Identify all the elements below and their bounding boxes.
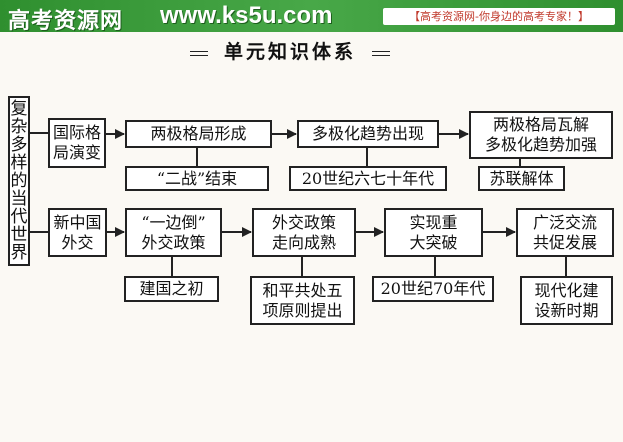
row1-stage1-note: “二战”结束 [125, 166, 269, 191]
site-logo[interactable]: 高考资源网 [8, 8, 124, 34]
row1-stage3-note: 苏联解体 [478, 166, 565, 191]
row2-stage3-box: 实现重 大突破 [384, 208, 483, 257]
row2-stage3-note: 20世纪70年代 [372, 276, 494, 302]
row1-stage2-note: 20世纪六七十年代 [289, 166, 447, 191]
site-banner: 高考资源网 www.ks5u.com 【高考资源网-你身边的高考专家！】 [0, 0, 623, 34]
row2-stage4-note: 现代化建 设新时期 [520, 276, 613, 325]
row1-stage3-box: 两极格局瓦解 多极化趋势加强 [469, 111, 613, 159]
row2-stage2-note: 和平共处五 项原则提出 [250, 276, 355, 325]
row2-stage4-box: 广泛交流 共促发展 [516, 208, 614, 257]
site-url[interactable]: www.ks5u.com [160, 2, 333, 29]
section-title: 单元知识体系 [190, 38, 390, 66]
row2-category-label: 新中国 外交 [53, 212, 102, 252]
row2-category-box: 新中国 外交 [48, 208, 107, 257]
row1-stage2-box: 多极化趋势出现 [297, 120, 439, 148]
row2-stage1-box: “一边倒” 外交政策 [125, 208, 222, 257]
row2-stage2-label: 外交政策 走向成熟 [271, 212, 336, 252]
row1-stage2-note-label: 20世纪六七十年代 [301, 168, 435, 188]
row2-stage1-note-label: 建国之初 [139, 279, 204, 298]
row1-stage1-box: 两极格局形成 [125, 120, 272, 148]
row1-category-box: 国际格 局演变 [48, 118, 106, 168]
row1-stage3-note-label: 苏联解体 [489, 168, 554, 188]
row1-category-label: 国际格 局演变 [52, 123, 101, 162]
row2-stage4-note-label: 现代化建 设新时期 [534, 280, 599, 320]
row2-stage1-note: 建国之初 [124, 276, 219, 302]
row1-stage1-note-label: “二战”结束 [156, 168, 238, 188]
row1-stage3-label: 两极格局瓦解 多极化趋势加强 [484, 115, 597, 154]
row1-stage1-label: 两极格局形成 [150, 124, 247, 143]
site-slogan: 【高考资源网-你身边的高考专家！】 [383, 8, 615, 25]
row2-stage1-label: “一边倒” 外交政策 [141, 212, 206, 252]
row2-stage4-label: 广泛交流 共促发展 [532, 212, 597, 252]
root-box: 复杂多样的当代世界 [8, 96, 30, 266]
row2-stage3-label: 实现重 大突破 [409, 212, 458, 252]
root-label: 复杂多样的当代世界 [10, 99, 28, 263]
page-title: 单元知识体系 [208, 38, 372, 66]
row2-stage3-note-label: 20世纪70年代 [380, 279, 486, 298]
row2-stage2-note-label: 和平共处五 项原则提出 [262, 280, 343, 320]
row2-stage2-box: 外交政策 走向成熟 [252, 208, 356, 257]
row1-stage2-label: 多极化趋势出现 [311, 124, 424, 143]
